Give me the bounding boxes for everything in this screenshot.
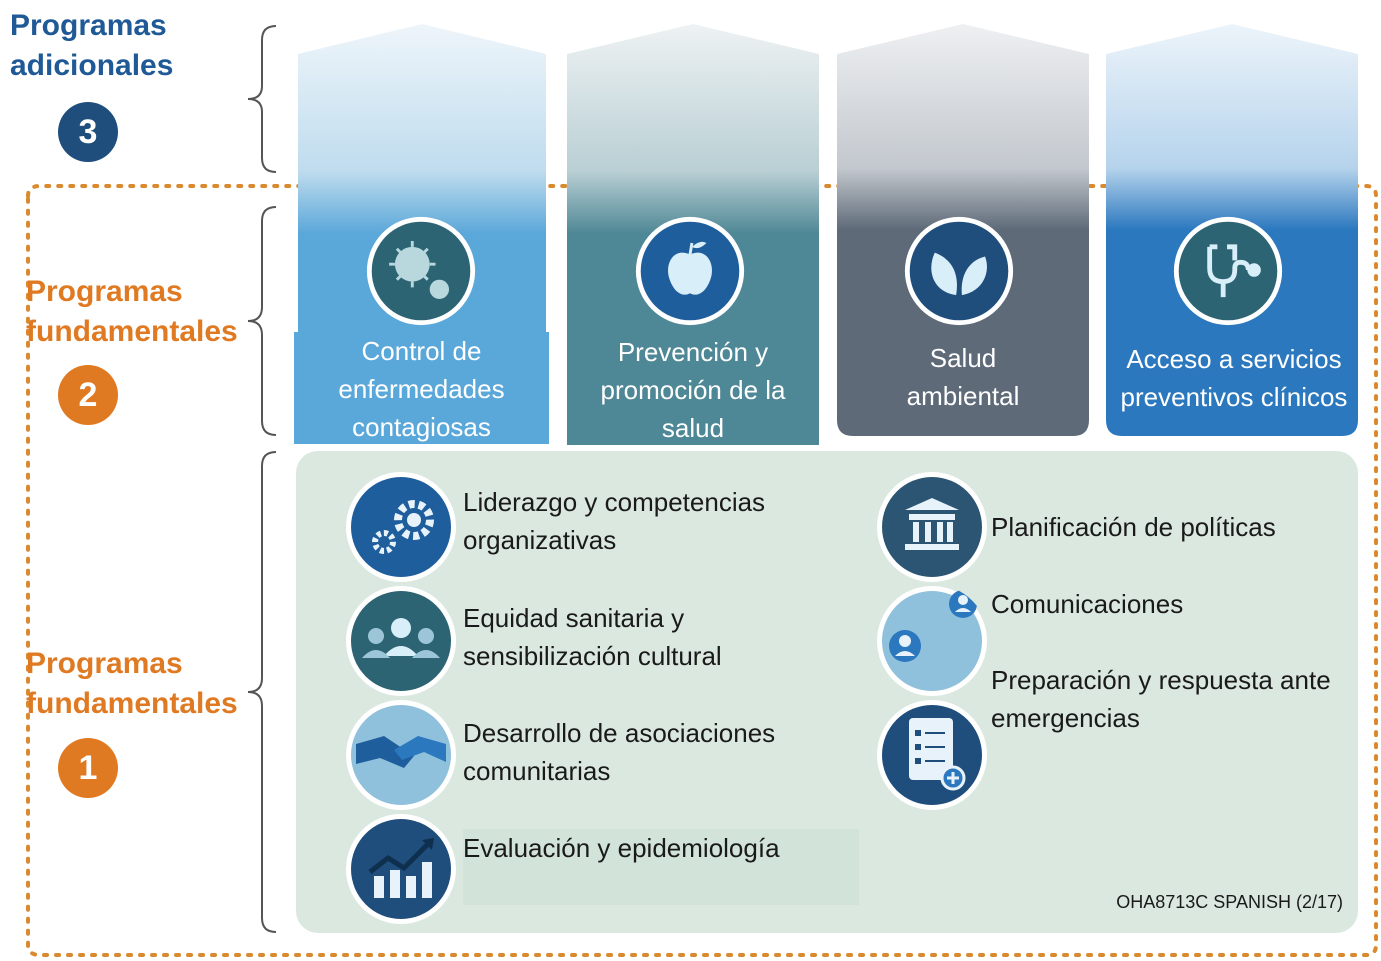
document-code: OHA8713C SPANISH (2/17) (1116, 892, 1343, 912)
capability-communications: Comunicaciones (991, 589, 1184, 619)
stethoscope-icon (1173, 216, 1283, 326)
brace-core-1 (247, 451, 277, 933)
brace-additional (247, 25, 277, 173)
core-1-number-badge: 1 (58, 738, 118, 798)
core-2-number-badge: 2 (58, 365, 118, 425)
handshake-icon (346, 700, 456, 810)
gears-icon (346, 472, 456, 582)
leaves-icon (904, 216, 1014, 326)
government-building-icon (877, 472, 987, 582)
trend-chart-icon (346, 814, 456, 924)
apple-icon (635, 216, 745, 326)
additional-number-badge: 3 (58, 102, 118, 162)
conversation-icon (877, 586, 987, 696)
virus-icon (366, 216, 476, 326)
capability-policy-planning: Planificación de políticas (991, 512, 1276, 542)
brace-core-2 (247, 206, 277, 436)
people-group-icon (346, 586, 456, 696)
capability-assessment-epidemiology: Evaluación y epidemiología (463, 829, 859, 905)
checklist-icon (877, 700, 987, 810)
